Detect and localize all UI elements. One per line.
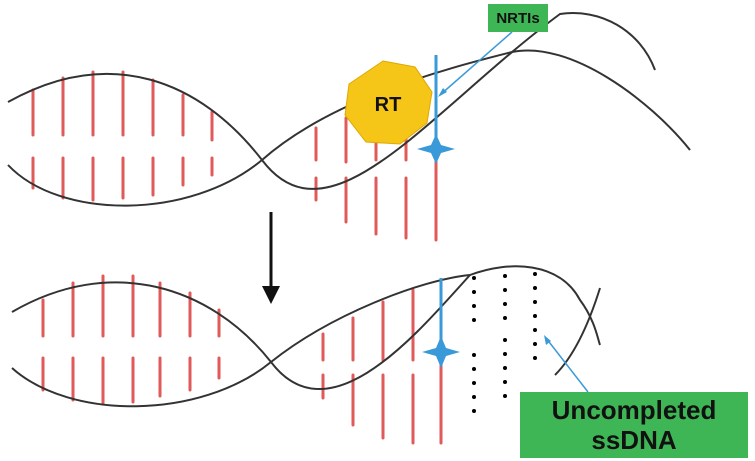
missing-bases bbox=[472, 272, 537, 413]
bottom-base-pairs-right bbox=[321, 288, 443, 445]
nrti-pointer-line bbox=[439, 31, 513, 96]
ssdna-pointer-line bbox=[545, 337, 589, 393]
nrtis-label: NRTIs bbox=[496, 9, 540, 27]
top-backbone-upper bbox=[7, 12, 656, 190]
nrtis-label-box: NRTIs bbox=[488, 4, 548, 32]
down-arrow-icon bbox=[262, 212, 280, 304]
rt-enzyme-icon bbox=[344, 60, 433, 145]
bottom-backbone-lower bbox=[11, 274, 471, 408]
nrti-pointer-arrowhead-icon bbox=[438, 88, 447, 97]
rt-label: RT bbox=[375, 94, 402, 116]
ssdna-label: ssDNA bbox=[591, 425, 677, 455]
top-helix: RT bbox=[7, 12, 691, 242]
bottom-base-pairs-left bbox=[41, 274, 221, 405]
uncompleted-label: Uncompleted bbox=[551, 395, 717, 425]
bottom-backbone-tail bbox=[554, 287, 601, 376]
ssdna-pointer-arrowhead-icon bbox=[544, 335, 551, 345]
uncompleted-ssdna-label-box: Uncompleted ssDNA bbox=[520, 392, 748, 458]
bottom-helix bbox=[11, 265, 601, 445]
top-base-pairs-left bbox=[31, 70, 214, 202]
bottom-nrti-star-icon bbox=[422, 336, 460, 368]
top-nrti-star-icon bbox=[417, 134, 455, 164]
bottom-backbone-upper bbox=[11, 265, 601, 390]
